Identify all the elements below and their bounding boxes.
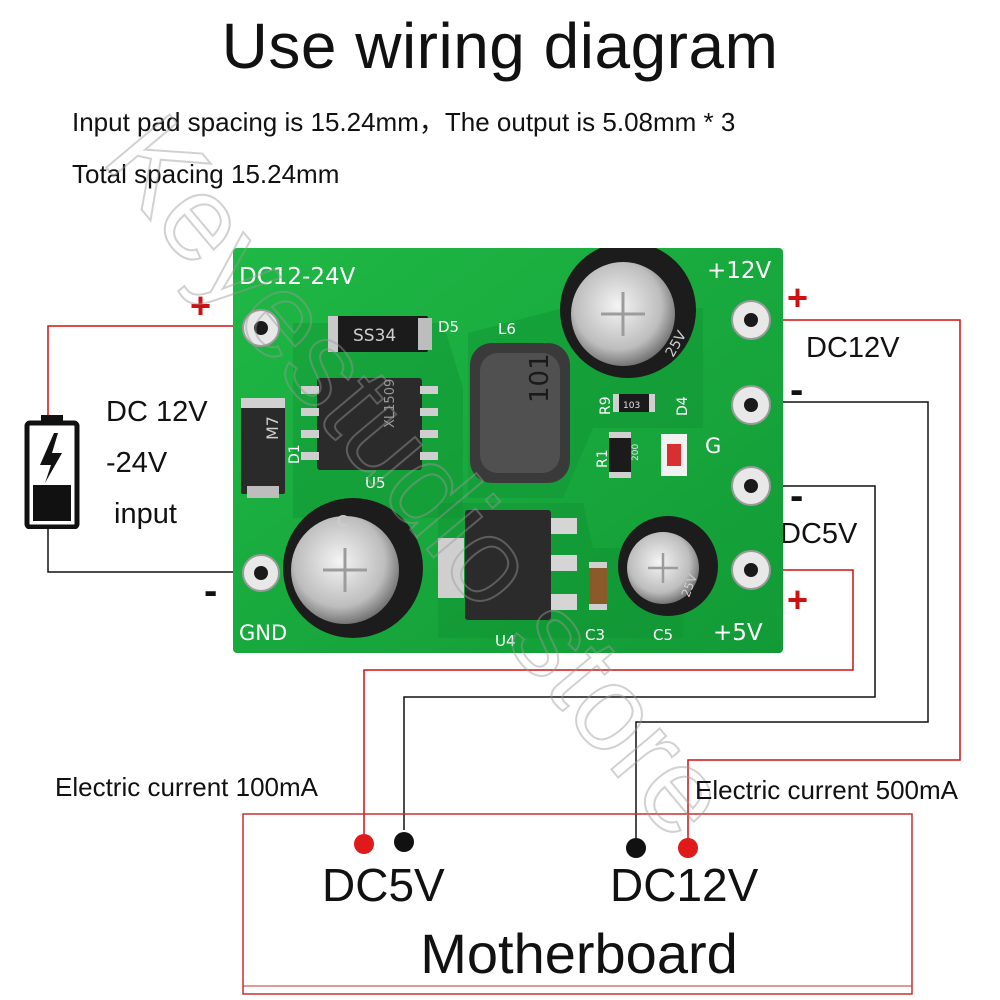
inductor: 101 <box>470 343 570 483</box>
silk-d5-label: D5 <box>438 318 459 336</box>
page-title: Use wiring diagram <box>221 10 779 82</box>
silk-5v-label: +5V <box>713 620 763 646</box>
capacitor-right: 25V <box>618 516 718 616</box>
silk-g-label: G <box>705 434 721 458</box>
smd-led <box>661 434 687 476</box>
battery-icon <box>24 415 80 529</box>
silk-u5-label: U5 <box>365 474 386 492</box>
motherboard-title: Motherboard <box>420 922 738 985</box>
mb-12v-positive-dot <box>678 838 698 858</box>
out5v-positive-wire <box>363 569 854 842</box>
silk-d4-label: D4 <box>675 396 691 416</box>
converter-board: DC12-24V +12V +5V GND G D5 L6 U5 U4 C3 C… <box>233 248 783 653</box>
chip-marking: XL1509 <box>383 379 398 428</box>
res-200-marking: 200 <box>631 444 641 461</box>
input-minus-sign: - <box>204 569 218 613</box>
silk-r1-label: R1 <box>595 449 611 468</box>
cap-left-marking: C <box>337 512 347 530</box>
out5v-plus-sign: + <box>787 579 809 620</box>
rectifier-diode <box>241 398 285 494</box>
out5v-label: DC5V <box>780 518 858 550</box>
out12v-positive-wire <box>687 319 961 842</box>
silk-d1-label: D1 <box>287 444 303 464</box>
capacitor-left: C <box>283 498 423 638</box>
silk-gnd-label: GND <box>239 621 287 645</box>
res-103-marking: 103 <box>623 401 640 411</box>
schottky-diode <box>328 316 428 352</box>
silk-c3-label: C3 <box>585 626 605 644</box>
out12v-label: DC12V <box>806 332 900 364</box>
silk-12v-label: +12V <box>707 258 772 284</box>
motherboard-outline <box>242 813 913 995</box>
input-negative-wire <box>47 525 240 573</box>
input-plus-sign: + <box>190 285 212 326</box>
total-spacing-description: Total spacing 15.24mm <box>72 159 340 189</box>
mb-dc12v-label: DC12V <box>610 859 759 911</box>
silk-l6-label: L6 <box>498 320 516 338</box>
silk-input-label: DC12-24V <box>239 264 356 290</box>
input-voltage-range-label: -24V <box>106 447 168 479</box>
capacitor-top: 25V <box>560 248 696 378</box>
input-word-label: input <box>114 498 177 530</box>
mb-dc5v-label: DC5V <box>322 859 445 911</box>
smd-resistor-200: 200 <box>609 432 641 478</box>
out12v-minus-sign: - <box>790 368 804 412</box>
out12v-negative-wire <box>635 401 929 842</box>
current-500ma-label: Electric current 500mA <box>695 775 958 805</box>
inductor-marking: 101 <box>525 353 555 403</box>
mb-5v-positive-dot <box>354 834 374 854</box>
input-voltage-label: DC 12V <box>106 396 208 428</box>
rectifier-diode-marking: M7 <box>263 416 282 440</box>
current-100ma-label: Electric current 100mA <box>55 772 318 802</box>
out5v-negative-wire <box>403 485 876 830</box>
schottky-diode-marking: SS34 <box>353 326 396 346</box>
smd-capacitor-c3 <box>589 562 607 610</box>
regulator-chip: XL1509 <box>301 378 438 470</box>
mb-5v-negative-dot <box>394 832 414 852</box>
silk-c5-label: C5 <box>653 626 673 644</box>
smd-resistor-103: 103 <box>613 394 655 412</box>
out12v-plus-sign: + <box>787 277 809 318</box>
silk-r9-label: R9 <box>598 396 614 415</box>
silk-u4-label: U4 <box>495 632 516 650</box>
spacing-description: Input pad spacing is 15.24mm，The output … <box>72 107 736 137</box>
input-positive-wire <box>47 325 240 420</box>
linear-regulator <box>438 510 577 620</box>
mb-12v-negative-dot <box>626 838 646 858</box>
out5v-minus-sign: - <box>790 474 804 518</box>
